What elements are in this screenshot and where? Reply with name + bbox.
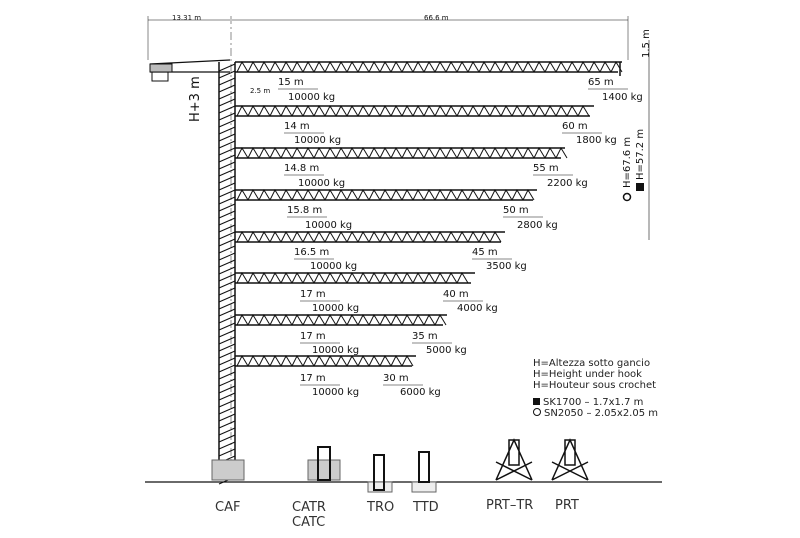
jib-lattice — [236, 104, 590, 117]
jib-dimension: 66.6 m — [424, 14, 449, 22]
tip-load-label: 6000 kg — [400, 387, 441, 398]
min-radius-label: 17 m — [300, 289, 326, 300]
min-radius-label: 16.5 m — [294, 247, 330, 258]
jib-lattice — [236, 230, 502, 243]
tower-head-dimension: H+3 m — [188, 76, 203, 122]
jib-lattice — [236, 146, 568, 159]
tip-load-label: 1800 kg — [576, 135, 617, 146]
min-radius-label: 15 m — [278, 77, 304, 88]
min-radius-label: 17 m — [300, 373, 326, 384]
max-load-label: 10000 kg — [294, 135, 342, 146]
legend-english: H=Height under hook — [533, 369, 642, 380]
tower-lattice — [218, 63, 236, 485]
max-load-label: 10000 kg — [305, 220, 353, 231]
counter-jib-dimension: 13.31 m — [172, 14, 202, 22]
max-load-label: 10000 kg — [312, 387, 360, 398]
jib-lattice — [236, 313, 447, 326]
tro-tower — [373, 454, 385, 491]
base-tro: TRO — [367, 500, 395, 515]
base-caf: CAF — [215, 500, 241, 515]
max-load-label: 10000 kg — [288, 92, 336, 103]
tip-radius-label: 30 m — [383, 373, 409, 384]
max-load-label: 10000 kg — [298, 178, 346, 189]
jib-lattice — [236, 188, 535, 201]
legend: H=Altezza sotto gancio H=Height under ho… — [533, 358, 658, 419]
base-catr: CATR — [292, 500, 326, 515]
min-radius-label: 17 m — [300, 331, 326, 342]
tip-load-label: 1400 kg — [602, 92, 643, 103]
catr-base — [307, 459, 341, 481]
circle-marker-icon — [622, 192, 632, 202]
tip-load-label: 3500 kg — [486, 261, 527, 272]
prt-portal — [551, 438, 589, 481]
circle-marker-icon — [533, 408, 541, 416]
legend-italian: H=Altezza sotto gancio — [533, 358, 651, 369]
legend-sn2050: SN2050 – 2.05x2.05 m — [544, 408, 659, 419]
jib-lattice — [236, 60, 623, 73]
base-prt: PRT — [555, 498, 579, 513]
base-ttd: TTD — [413, 500, 439, 515]
max-load-label: 10000 kg — [312, 303, 360, 314]
tip-load-label: 2800 kg — [517, 220, 558, 231]
max-load-label: 10000 kg — [312, 345, 360, 356]
tip-dimension: 1.5 m — [641, 29, 652, 58]
tower-top-dimension: 2.5 m — [250, 87, 271, 95]
base-prt-tr: PRT–TR — [486, 498, 534, 513]
ballast — [151, 71, 169, 82]
tip-radius-label: 50 m — [503, 205, 529, 216]
min-radius-label: 14.8 m — [284, 163, 320, 174]
counter-jib — [149, 59, 231, 65]
tro-foundation — [367, 481, 393, 493]
legend-french: H=Houteur sous crochet — [533, 380, 657, 391]
ttd-foundation — [411, 481, 437, 493]
catr-tower — [317, 446, 331, 481]
height-sn2050: H=67.6 m — [622, 136, 633, 188]
ttd-tower — [418, 451, 430, 483]
jib-lattice — [236, 354, 414, 367]
caf-base — [211, 459, 245, 481]
base-catc: CATC — [292, 515, 326, 530]
tip-load-label: 4000 kg — [457, 303, 498, 314]
max-load-label: 10000 kg — [310, 261, 358, 272]
square-marker-icon — [533, 398, 540, 405]
prt-tr-portal — [495, 438, 533, 481]
tip-radius-label: 45 m — [472, 247, 498, 258]
tip-load-label: 2200 kg — [547, 178, 588, 189]
legend-sk1700: SK1700 – 1.7x1.7 m — [543, 397, 644, 408]
tip-radius-label: 60 m — [562, 121, 588, 132]
square-marker-icon — [636, 183, 644, 191]
tip-radius-label: 55 m — [533, 163, 559, 174]
tip-load-label: 5000 kg — [426, 345, 467, 356]
tip-radius-label: 35 m — [412, 331, 438, 342]
min-radius-label: 15.8 m — [287, 205, 323, 216]
counter-weight — [149, 63, 173, 73]
height-sk1700: H=57.2 m — [635, 128, 646, 180]
tip-radius-label: 65 m — [588, 77, 614, 88]
tip-radius-label: 40 m — [443, 289, 469, 300]
min-radius-label: 14 m — [284, 121, 310, 132]
jib-lattice — [236, 271, 469, 284]
